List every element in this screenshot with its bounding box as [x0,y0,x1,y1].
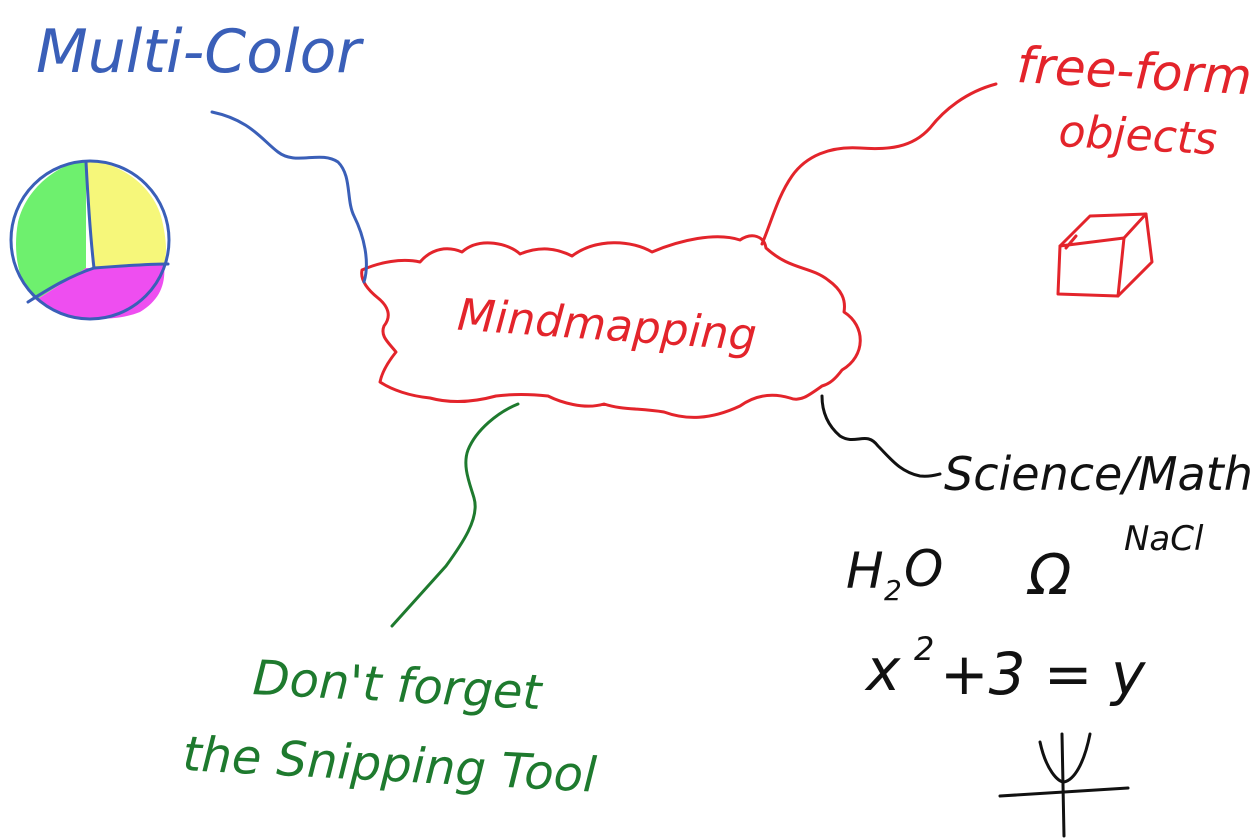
freeform-label-line2: objects [1057,106,1218,165]
central-cloud-outline [360,234,862,419]
multicolor-label: Multi-Color [36,17,364,87]
branch-science: Science/Math NaCl H 2 O Ω x 2 +3 = y [820,394,1253,838]
multicolor-connector [210,110,368,284]
pie-chart-icon [9,159,171,321]
equation-rest: +3 = y [940,640,1146,708]
central-label: Mindmapping [456,290,759,362]
science-label: Science/Math [944,447,1253,501]
snipping-label-line2: the Snipping Tool [181,726,598,804]
omega-symbol: Ω [1027,543,1072,608]
central-node: Mindmapping [360,234,862,419]
branch-multicolor: Multi-Color [9,17,368,321]
h2o-formula: H 2 O [846,540,943,607]
h2o-subscript: 2 [884,574,902,607]
snipping-label-line1: Don't forget [251,650,545,721]
parabola-graph-icon [998,732,1130,838]
h2o-o: O [904,540,943,598]
snipping-connector [390,402,520,628]
equation-x: x [864,636,901,704]
freeform-label-line1: free-form [1015,36,1253,106]
branch-snipping: Don't forget the Snipping Tool [181,402,599,804]
h2o-h: H [846,542,884,600]
science-connector [820,394,942,478]
cube-icon [1056,212,1154,298]
freeform-connector [760,82,998,246]
nacl-formula: NaCl [1124,519,1204,559]
equation-exponent: 2 [914,630,934,668]
branch-freeform: free-form objects [760,36,1253,298]
equation: x 2 +3 = y [864,630,1146,708]
